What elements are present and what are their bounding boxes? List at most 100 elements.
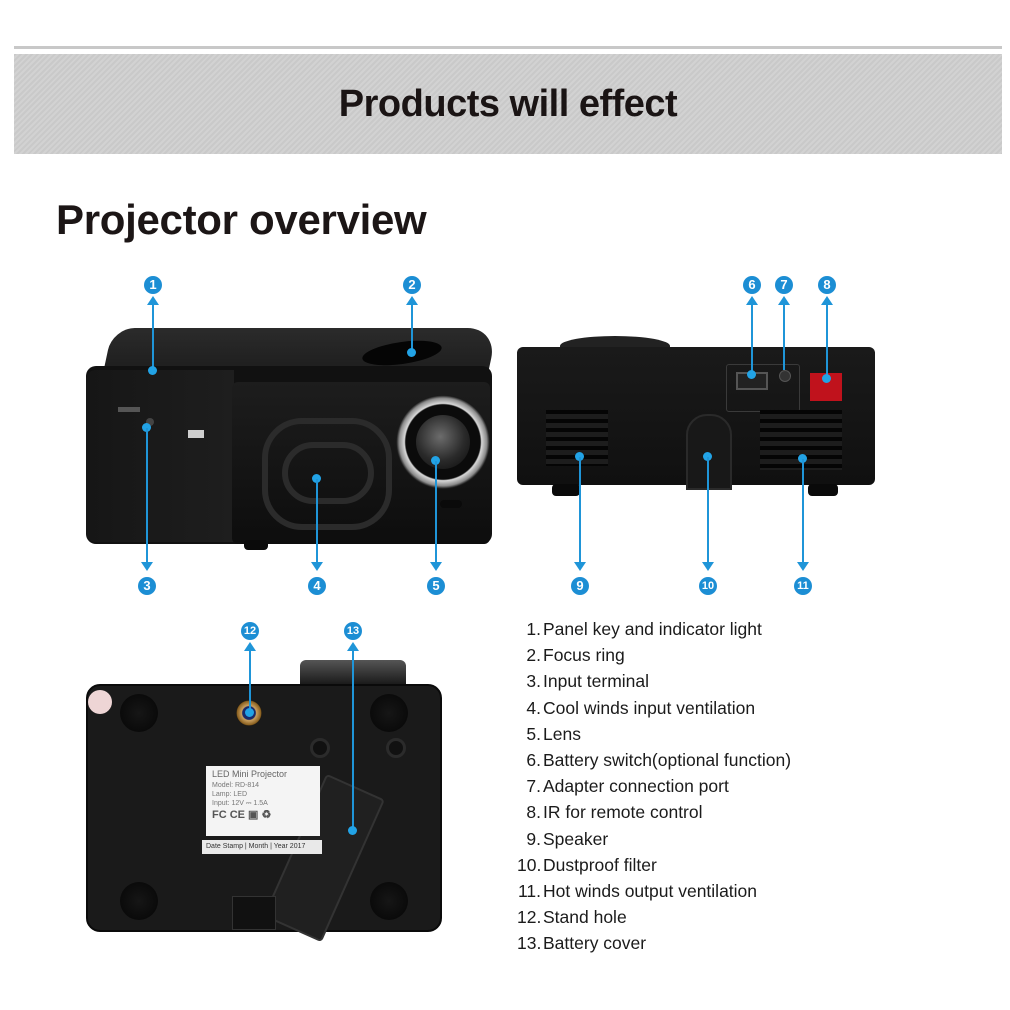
callout-line xyxy=(707,457,709,564)
banner-title: Products will effect xyxy=(338,82,678,125)
callout-line xyxy=(579,457,581,564)
date-strip: Date Stamp | Month | Year 2017 xyxy=(202,840,322,854)
legend-number: 11. xyxy=(517,881,541,902)
legend-number: 7. xyxy=(526,776,541,797)
arrow-up-icon xyxy=(746,296,758,305)
legend-number: 4. xyxy=(526,697,541,718)
callout-2: 2 xyxy=(403,276,421,294)
legend-number: 13. xyxy=(517,933,542,954)
callout-12: 12 xyxy=(241,622,259,640)
arrow-up-icon xyxy=(821,296,833,305)
top-divider xyxy=(14,46,1002,49)
legend-label: Battery switch(optional function) xyxy=(543,750,792,771)
adapter-port xyxy=(779,370,791,382)
callout-1: 1 xyxy=(144,276,162,294)
legend-item: 9.Speaker xyxy=(517,826,791,852)
legend-item: 11.Hot winds output ventilation xyxy=(517,878,791,904)
arrow-down-icon xyxy=(311,562,323,571)
callout-line xyxy=(751,304,753,374)
callout-line xyxy=(802,459,804,564)
legend-item: 3.Input terminal xyxy=(517,668,791,694)
usb-port xyxy=(188,430,204,438)
legend-label: Adapter connection port xyxy=(543,776,729,797)
legend-label: Hot winds output ventilation xyxy=(543,881,758,902)
projector-side-panel xyxy=(86,370,234,542)
callout-dot xyxy=(798,454,807,463)
legend-item: 8.IR for remote control xyxy=(517,799,791,825)
callout-7: 7 xyxy=(775,276,793,294)
legend-item: 10.Dustproof filter xyxy=(517,852,791,878)
av-port xyxy=(146,418,154,426)
legend-number: 10. xyxy=(517,854,542,875)
legend-label: Speaker xyxy=(543,828,609,849)
callout-11: 11 xyxy=(794,577,812,595)
legend-number: 2. xyxy=(526,645,541,666)
arrow-up-icon xyxy=(347,642,359,651)
callout-line xyxy=(352,650,354,828)
sd-slot xyxy=(118,407,140,412)
foot xyxy=(552,484,580,496)
arrow-down-icon xyxy=(430,562,442,571)
callout-dot xyxy=(348,826,357,835)
section-title: Projector overview xyxy=(56,196,427,243)
callout-dot xyxy=(148,366,157,375)
callout-dot xyxy=(245,708,254,717)
callout-line xyxy=(316,479,318,564)
header-banner: Products will effect xyxy=(14,54,1002,154)
lens-glass xyxy=(416,415,470,469)
legend-number: 5. xyxy=(526,723,541,744)
intake-grille-inner xyxy=(282,442,374,504)
product-label: LED Mini Projector Model: RD-814 Lamp: L… xyxy=(206,766,320,836)
legend-label: Stand hole xyxy=(543,907,627,928)
legend-number: 1. xyxy=(526,619,541,639)
label-line: Lamp: LED xyxy=(212,791,248,798)
callout-dot xyxy=(407,348,416,357)
legend-item: 2.Focus ring xyxy=(517,642,791,668)
legend-item: 7.Adapter connection port xyxy=(517,773,791,799)
arrow-up-icon xyxy=(406,296,418,305)
foot xyxy=(440,500,462,508)
bottom-tab xyxy=(232,896,276,930)
legend-item: 13.Battery cover xyxy=(517,930,791,956)
callout-dot xyxy=(431,456,440,465)
callout-line xyxy=(826,304,828,378)
callout-line xyxy=(411,304,413,352)
arrow-down-icon xyxy=(141,562,153,571)
callout-3: 3 xyxy=(138,577,156,595)
legend-number: 9. xyxy=(526,828,541,849)
callout-line xyxy=(783,304,785,370)
legend-label: Battery cover xyxy=(543,933,647,954)
foot xyxy=(244,540,268,550)
label-line: Model: RD-814 xyxy=(212,782,260,789)
legend-item: 1.Panel key and indicator light xyxy=(517,616,791,642)
feature-legend: 1.Panel key and indicator light 2.Focus … xyxy=(517,616,791,957)
arrow-up-icon xyxy=(244,642,256,651)
callout-line xyxy=(435,461,437,564)
legend-number: 8. xyxy=(526,802,541,823)
legend-label: Dustproof filter xyxy=(543,854,657,875)
legend-number: 3. xyxy=(526,671,541,692)
callout-8: 8 xyxy=(818,276,836,294)
callout-dot xyxy=(312,474,321,483)
screw xyxy=(386,738,406,758)
callout-13: 13 xyxy=(344,622,362,640)
arrow-up-icon xyxy=(147,296,159,305)
callout-9: 9 xyxy=(571,577,589,595)
callout-line xyxy=(146,428,148,564)
legend-number: 12. xyxy=(517,907,542,928)
legend-label: Input terminal xyxy=(543,671,650,692)
sticker xyxy=(88,690,112,714)
legend-label: IR for remote control xyxy=(543,802,703,823)
legend-item: 4.Cool winds input ventilation xyxy=(517,695,791,721)
certification-marks: FC CE ▣ ♻ xyxy=(212,809,272,821)
intake-grille xyxy=(262,418,392,530)
rubber-foot xyxy=(120,694,158,732)
arrow-down-icon xyxy=(702,562,714,571)
callout-line xyxy=(249,650,251,712)
arrow-down-icon xyxy=(574,562,586,571)
callout-dot xyxy=(142,423,151,432)
callout-dot xyxy=(822,374,831,383)
rubber-foot xyxy=(370,882,408,920)
screw xyxy=(310,738,330,758)
rubber-foot xyxy=(370,694,408,732)
